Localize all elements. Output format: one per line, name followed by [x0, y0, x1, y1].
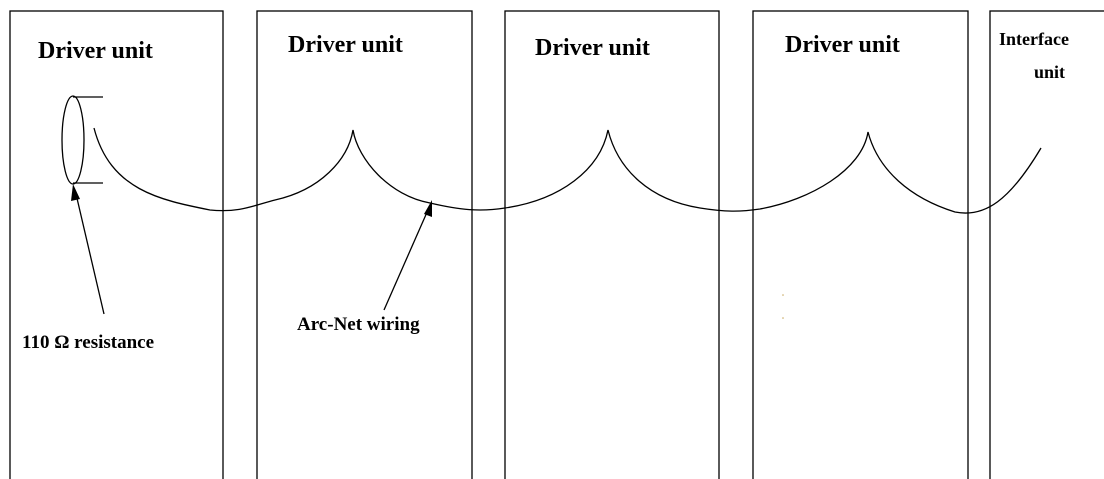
wiring-callout-arrowhead [424, 200, 432, 217]
wiring-callout-line [383, 209, 429, 311]
driver-unit-box-2 [256, 10, 473, 479]
driver-unit-title-3: Driver unit [535, 35, 650, 61]
interface-unit-title-line-2: unit [1034, 62, 1065, 82]
resistance-label: 110 Ω resistance [22, 332, 154, 353]
driver-unit-title-1: Driver unit [38, 38, 153, 64]
arcnet-wire [93, 127, 1042, 214]
driver-unit-box-4 [752, 10, 969, 479]
resistance-callout-line [75, 193, 105, 315]
stray-dot-2 [782, 317, 784, 319]
driver-unit-title-2: Driver unit [288, 32, 403, 58]
stray-dot-1 [782, 294, 784, 296]
interface-unit-box [989, 10, 1104, 479]
resistance-callout-arrowhead [71, 184, 80, 201]
driver-unit-title-4: Driver unit [785, 32, 900, 58]
wiring-label: Arc-Net wiring [297, 314, 420, 335]
interface-unit-title-line-1: Interface [999, 29, 1069, 49]
driver-unit-box-1 [9, 10, 224, 479]
driver-unit-box-3 [504, 10, 720, 479]
